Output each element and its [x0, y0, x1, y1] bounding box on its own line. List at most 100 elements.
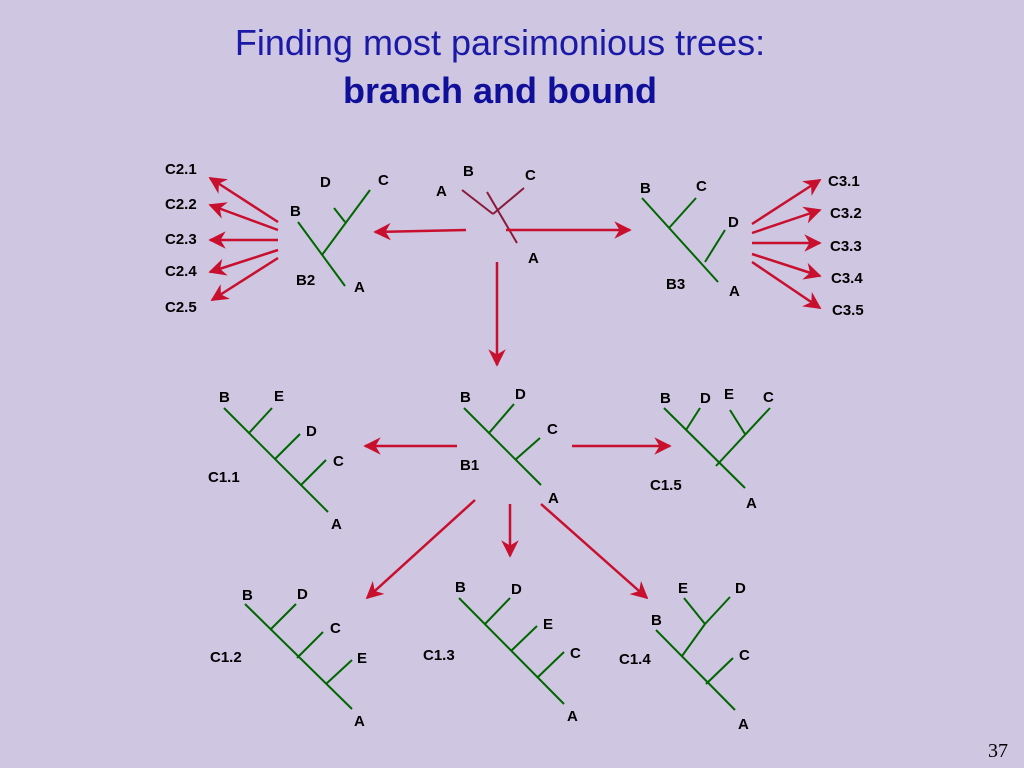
- branch-line: [248, 407, 273, 434]
- branch-line: [685, 407, 701, 431]
- leaf-label: B: [660, 390, 671, 407]
- tree-c1-4: [655, 596, 736, 711]
- leaf-label: A: [354, 279, 365, 296]
- branch-line: [655, 629, 736, 711]
- arrow-to-c1-4: [540, 503, 649, 600]
- leaf-label: B: [290, 203, 301, 220]
- branch-line: [705, 657, 734, 685]
- tree-c1-1: [223, 407, 329, 513]
- child-label: C2.3: [165, 231, 197, 248]
- leaf-label: C: [333, 453, 344, 470]
- tree-c1-3: [458, 597, 565, 705]
- leaf-label: B: [455, 579, 466, 596]
- branch-line: [751, 206, 822, 235]
- leaf-label: E: [543, 616, 553, 633]
- leaf-label: A: [746, 495, 757, 512]
- branch-base-a: [461, 189, 494, 215]
- leaf-label: C: [570, 645, 581, 662]
- leaf-label: E: [274, 388, 284, 405]
- branch-line: [333, 207, 346, 223]
- branch-line: [488, 403, 515, 434]
- leaf-label: B: [242, 587, 253, 604]
- leaf-label: D: [297, 586, 308, 603]
- branch-line: [325, 659, 353, 685]
- leaf-label: D: [306, 423, 317, 440]
- branch-line: [514, 437, 541, 461]
- tree-c1-5: [663, 407, 771, 489]
- branch-line: [681, 623, 706, 657]
- branch-line: [510, 625, 538, 652]
- leaf-label: B: [460, 389, 471, 406]
- slide-title: Finding most parsimonious trees:: [234, 22, 766, 63]
- leaf-label: A: [567, 708, 578, 725]
- tree-label: C1.1: [208, 469, 240, 486]
- child-label: C2.2: [165, 196, 197, 213]
- branch-line: [484, 597, 511, 625]
- branch-line: [729, 409, 746, 435]
- branch-line: [208, 176, 279, 224]
- leaf-label: C: [763, 389, 774, 406]
- branch-line: [210, 256, 279, 302]
- leaf-label: A: [729, 283, 740, 300]
- branch-base-c: [492, 187, 525, 215]
- child-label: C2.4: [165, 263, 197, 280]
- tree-b2: [297, 189, 371, 287]
- leaf-label: D: [700, 390, 711, 407]
- leaf-label: C: [330, 620, 341, 637]
- branch-line: [208, 202, 279, 232]
- branch-line: [463, 407, 542, 486]
- leaf-label: D: [728, 214, 739, 231]
- tree-b3: [641, 197, 726, 283]
- leaf-label: A: [738, 716, 749, 733]
- branch-line: [751, 260, 822, 310]
- tree-label: C1.4: [619, 651, 651, 668]
- branch-line: [321, 189, 371, 256]
- branch-line: [296, 631, 324, 659]
- leaf-label: C: [525, 167, 536, 184]
- branch-line: [274, 433, 301, 460]
- branch-line: [641, 197, 719, 283]
- child-label: C3.4: [831, 270, 863, 287]
- arrow-to-b2: [373, 222, 467, 241]
- page-number: 37: [988, 740, 1008, 762]
- fan-arrows-c3: [751, 178, 822, 310]
- leaf-label: D: [320, 174, 331, 191]
- leaf-label: A: [528, 250, 539, 267]
- leaf-label: C: [547, 421, 558, 438]
- leaf-label: A: [331, 516, 342, 533]
- leaf-label: D: [735, 580, 746, 597]
- branch-line: [537, 651, 565, 678]
- branch-line: [208, 248, 279, 276]
- tree-label: C1.2: [210, 649, 242, 666]
- leaf-label: A: [548, 490, 559, 507]
- leaf-label: E: [724, 386, 734, 403]
- branch-line: [751, 178, 822, 226]
- fan-arrows-c2: [208, 176, 279, 302]
- leaf-label: B: [463, 163, 474, 180]
- branch-line: [704, 229, 726, 263]
- branch-line: [269, 603, 297, 631]
- tree-label: C1.3: [423, 647, 455, 664]
- child-label: C2.5: [165, 299, 197, 316]
- branch-line: [715, 407, 771, 467]
- leaf-label: A: [436, 183, 447, 200]
- child-label: C2.1: [165, 161, 197, 178]
- tree-base: [461, 187, 525, 244]
- child-label: C3.2: [830, 205, 862, 222]
- leaf-label: D: [515, 386, 526, 403]
- tree-c1-2: [244, 603, 353, 710]
- tree-label: C1.5: [650, 477, 682, 494]
- child-label: C3.5: [832, 302, 864, 319]
- leaf-label: B: [651, 612, 662, 629]
- leaf-label: C: [696, 178, 707, 195]
- branch-line: [300, 459, 327, 486]
- branch-line: [704, 596, 731, 625]
- arrow-to-c1-2: [365, 499, 476, 600]
- branch-line: [668, 197, 697, 229]
- branch-line: [223, 407, 329, 513]
- leaf-label: C: [378, 172, 389, 189]
- child-label: C3.3: [830, 238, 862, 255]
- branch-base-b: [486, 191, 518, 244]
- branch-line: [663, 407, 746, 489]
